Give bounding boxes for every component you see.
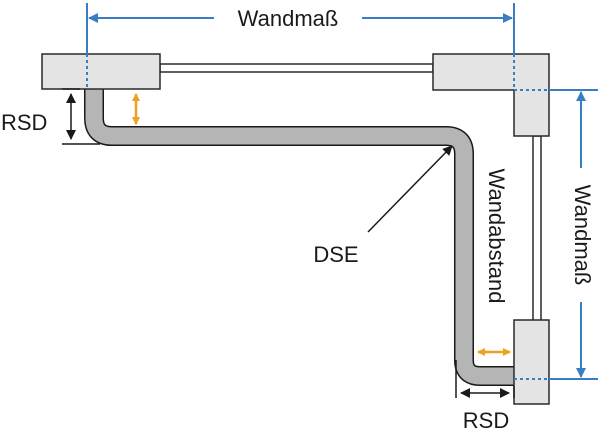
dse-leader-arrow [367,145,453,233]
right-rail [532,135,542,322]
wandabstand-label: Wandabstand [484,169,509,304]
rsd-bottom-label: RSD [463,408,509,431]
bottom-wall-block [513,319,550,405]
rsd-left-label: RSD [1,110,47,135]
dse-label: DSE [313,242,358,267]
right-wandmass-label: Wandmaß [570,185,595,286]
dse-pipe-fill [85,88,514,385]
top-wandmass-label: Wandmaß [238,6,339,31]
left-wall-block [41,53,161,90]
top-rail [159,63,434,73]
corner-block [432,53,550,137]
